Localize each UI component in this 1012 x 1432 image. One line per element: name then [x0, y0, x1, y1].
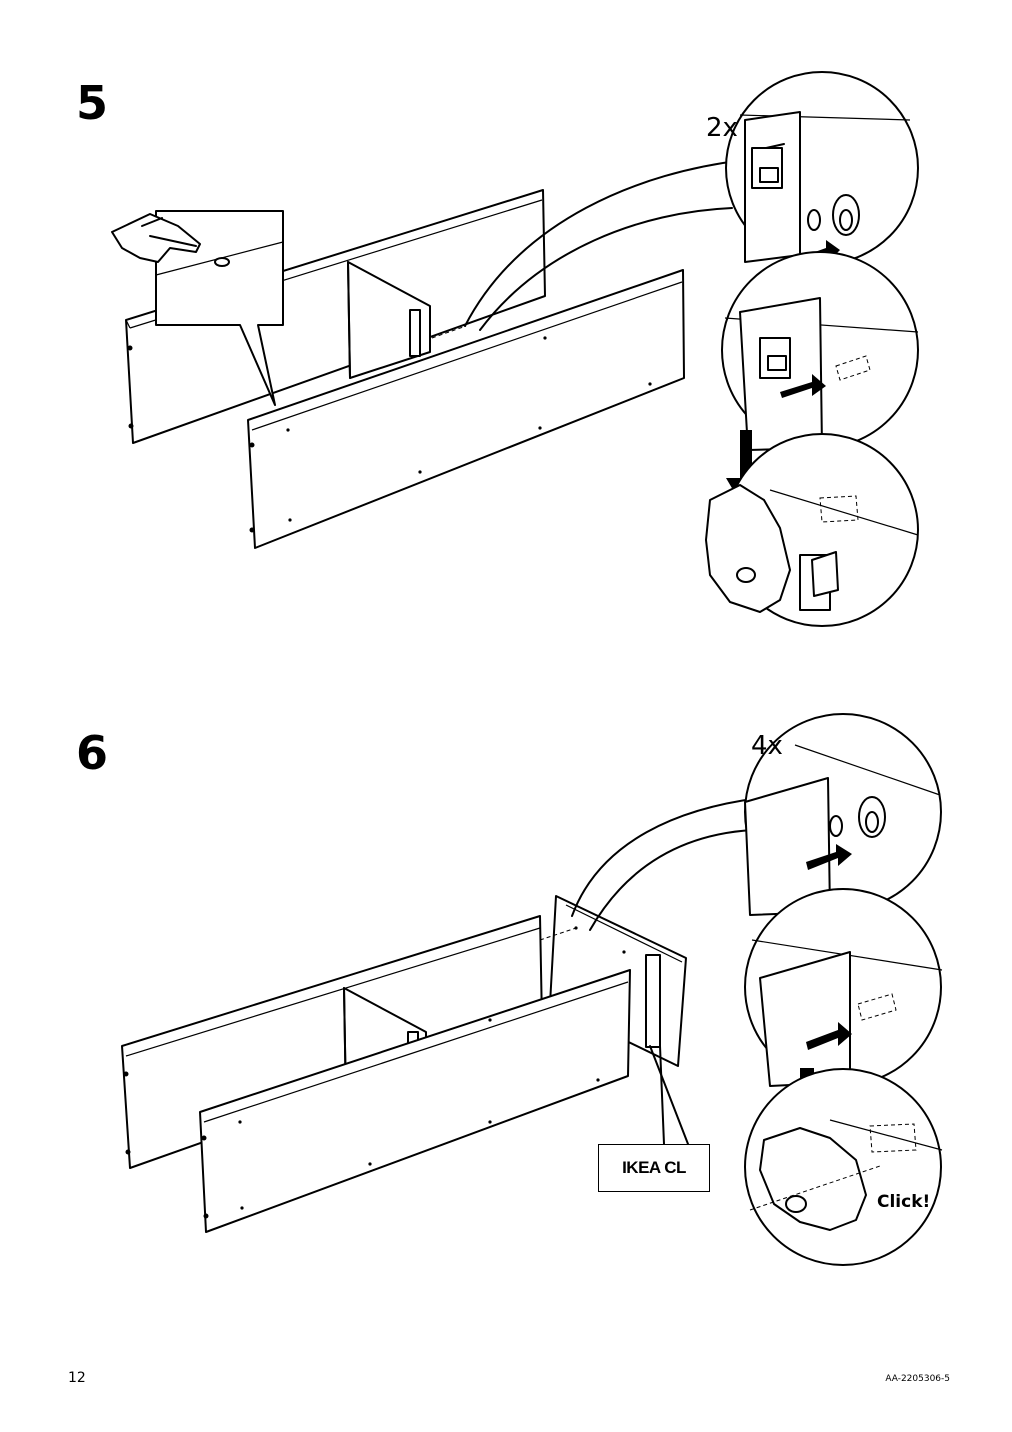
step6-detail-circle-1	[744, 713, 942, 916]
step5-detail-circle-2	[721, 251, 919, 512]
quantity-label-step-6: 4x	[751, 731, 783, 761]
step5-detail-circle-1	[725, 71, 919, 265]
page-number: 12	[68, 1370, 86, 1386]
document-code: AA-2205306-5	[885, 1374, 950, 1384]
step6-detail-circle-3	[744, 1068, 943, 1266]
step5-cabinet-drawing	[111, 159, 746, 549]
part-label-ikea-cl: IKEA CL	[598, 1144, 710, 1192]
step5-detail-circle-3	[705, 433, 919, 627]
step-number-5: 5	[76, 76, 109, 130]
step-number-6: 6	[76, 726, 109, 780]
quantity-label-step-5: 2x	[706, 113, 738, 143]
click-label: Click!	[877, 1192, 931, 1212]
step6-cabinet-drawing	[121, 797, 761, 1233]
step6-detail-circle-2	[744, 888, 943, 1154]
